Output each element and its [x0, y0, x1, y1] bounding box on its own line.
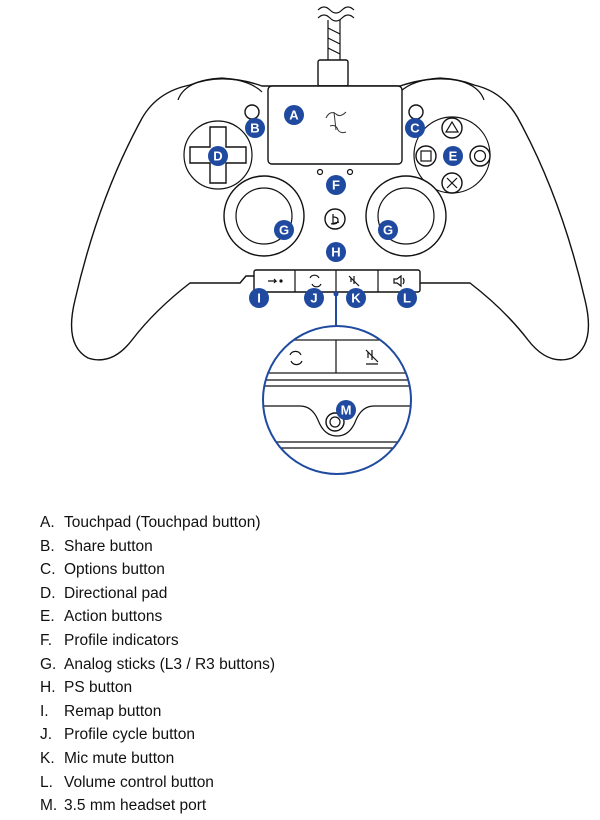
controller-diagram: A B C D E F G G H I J K — [70, 6, 590, 475]
legend-letter: J. — [40, 726, 53, 744]
callout-I-label: I — [257, 291, 261, 306]
legend-item: A. Touchpad (Touchpad button) — [40, 511, 275, 535]
profile-cycle-icon — [289, 350, 303, 366]
ps-button — [324, 208, 346, 230]
callout-I: I — [249, 288, 269, 308]
legend-letter: F. — [40, 631, 53, 649]
callout-E: E — [443, 146, 463, 166]
callout-M-label: M — [341, 403, 352, 418]
legend-text: Share button — [64, 537, 153, 555]
callout-M: M — [336, 400, 356, 420]
legend-item: F. Profile indicators — [40, 629, 275, 653]
legend-letter: K. — [40, 749, 55, 767]
callout-L: L — [397, 288, 417, 308]
legend-text: PS button — [64, 679, 133, 697]
bottom-button-panel — [253, 269, 421, 293]
legend-item: G. Analog sticks (L3 / R3 buttons) — [40, 653, 275, 677]
legend-item: I. Remap button — [40, 700, 275, 724]
mic-mute-icon — [348, 275, 360, 287]
circle-button — [469, 145, 491, 167]
callout-K-label: K — [351, 291, 361, 306]
share-button — [244, 104, 260, 120]
callout-G-left: G — [274, 220, 294, 240]
legend-item: L. Volume control button — [40, 771, 275, 795]
cable — [317, 6, 355, 87]
legend-text: Remap button — [64, 702, 162, 720]
callout-G-left-label: G — [279, 223, 289, 238]
legend-letter: E. — [40, 608, 55, 626]
callout-K: K — [346, 288, 366, 308]
callout-C: C — [405, 118, 425, 138]
legend-item: H. PS button — [40, 676, 275, 700]
legend-letter: L. — [40, 773, 53, 791]
profile-cycle-icon — [309, 274, 322, 288]
legend-item: J. Profile cycle button — [40, 723, 275, 747]
callout-A-label: A — [289, 108, 299, 123]
callout-J: J — [304, 288, 324, 308]
action-buttons — [413, 116, 491, 194]
callout-J-label: J — [310, 291, 317, 306]
callout-D: D — [208, 146, 228, 166]
triangle-button — [441, 117, 463, 139]
callout-H: H — [326, 242, 346, 262]
remap-icon — [268, 278, 278, 284]
legend-item: M. 3.5 mm headset port — [40, 794, 275, 818]
legend-text: Options button — [64, 561, 165, 579]
circle-icon — [473, 149, 487, 163]
callout-G-right-label: G — [383, 223, 393, 238]
square-icon — [420, 150, 432, 162]
legend-text: Mic mute button — [64, 749, 175, 767]
cross-icon — [446, 177, 458, 189]
mic-mute-icon — [365, 349, 379, 365]
legend-letter: I. — [40, 702, 49, 720]
legend-text: Analog sticks (L3 / R3 buttons) — [64, 655, 276, 673]
callout-D-label: D — [213, 149, 222, 164]
razer-logo — [325, 111, 347, 134]
legend-text: Directional pad — [64, 584, 168, 602]
analog-stick-left — [223, 175, 305, 257]
ps-icon — [330, 214, 340, 225]
callout-E-label: E — [449, 149, 458, 164]
square-button — [415, 145, 437, 167]
legend-text: Profile indicators — [64, 631, 179, 649]
profile-indicator-left — [316, 168, 324, 176]
callout-B-label: B — [250, 121, 259, 136]
legend-letter: B. — [40, 537, 55, 555]
parts-legend: A. Touchpad (Touchpad button) B. Share but… — [40, 511, 275, 818]
legend-text: Profile cycle button — [64, 726, 195, 744]
legend-text: Volume control button — [64, 773, 214, 791]
legend-item: C. Options button — [40, 558, 275, 582]
legend-item: K. Mic mute button — [40, 747, 275, 771]
legend-letter: A. — [40, 514, 55, 531]
profile-indicator-right — [346, 168, 354, 176]
callout-F-label: F — [332, 178, 340, 193]
legend-letter: H. — [40, 679, 56, 697]
legend-letter: C. — [40, 561, 56, 579]
callout-A: A — [284, 105, 304, 125]
callout-H-label: H — [331, 245, 340, 260]
volume-icon — [393, 274, 405, 288]
callout-F: F — [326, 175, 346, 195]
callout-L-label: L — [403, 291, 411, 306]
callout-B: B — [245, 118, 265, 138]
analog-stick-right — [365, 175, 447, 257]
callout-G-right: G — [378, 220, 398, 240]
legend-item: E. Action buttons — [40, 605, 275, 629]
callout-C-label: C — [410, 121, 420, 136]
legend-text: 3.5 mm headset port — [64, 797, 207, 815]
triangle-icon — [444, 120, 460, 133]
legend-text: Touchpad (Touchpad button) — [64, 514, 261, 531]
legend-text: Action buttons — [64, 608, 163, 626]
options-button — [408, 104, 424, 120]
legend-item: D. Directional pad — [40, 582, 275, 606]
legend-letter: M. — [40, 797, 58, 815]
legend-letter: G. — [40, 655, 57, 673]
legend-letter: D. — [40, 584, 56, 602]
zoom-detail — [262, 325, 412, 475]
legend-item: B. Share button — [40, 535, 275, 559]
